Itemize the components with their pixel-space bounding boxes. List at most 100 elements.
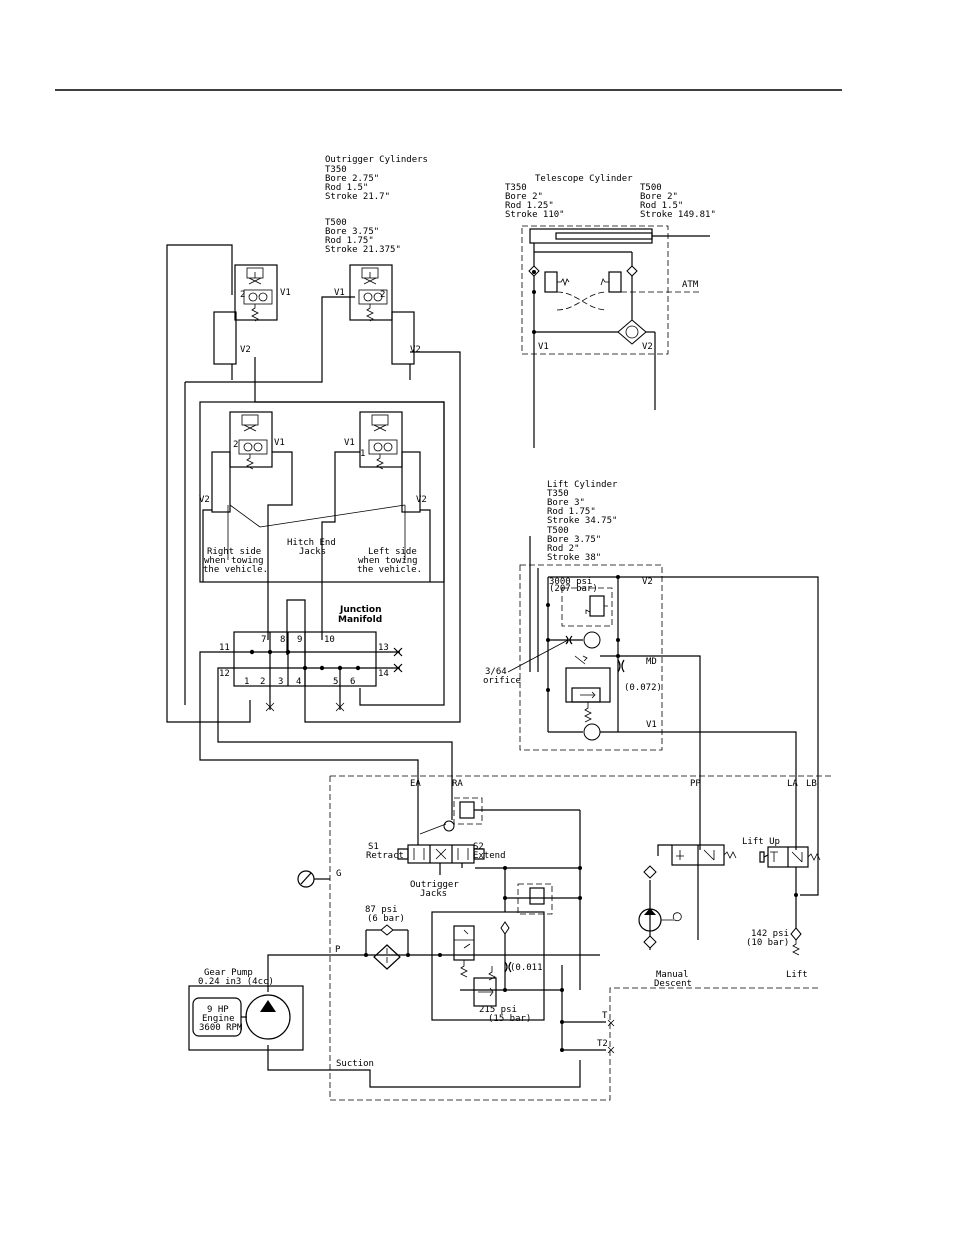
svg-text:5: 5 [333, 677, 338, 687]
svg-text:V2: V2 [199, 495, 210, 505]
svg-text:3: 3 [278, 677, 283, 687]
svg-text:6: 6 [350, 677, 355, 687]
svg-text:Suction: Suction [336, 1059, 374, 1069]
svg-text:V2: V2 [240, 345, 251, 355]
svg-text:1: 1 [244, 677, 249, 687]
lift-up-valve: Lift Up [742, 837, 821, 868]
svg-text:3600 RPM: 3600 RPM [199, 1023, 243, 1033]
svg-text:Rod 2": Rod 2" [547, 544, 580, 554]
svg-text:V1: V1 [274, 438, 285, 448]
svg-text:(207 bar): (207 bar) [549, 584, 598, 594]
svg-text:9: 9 [297, 635, 302, 645]
svg-text:the vehicle.: the vehicle. [203, 565, 268, 575]
svg-text:V1: V1 [538, 342, 549, 352]
svg-text:Outrigger: Outrigger [410, 880, 459, 890]
svg-text:when towing: when towing [204, 556, 264, 566]
svg-text:12: 12 [219, 669, 230, 679]
svg-text:3/64: 3/64 [485, 667, 507, 677]
svg-text:G: G [336, 869, 341, 879]
svg-text:Extend: Extend [473, 851, 506, 861]
svg-text:V2: V2 [416, 495, 427, 505]
svg-text:S1: S1 [368, 842, 379, 852]
relief-manifold [431, 911, 545, 1021]
svg-text:Bore 2": Bore 2" [640, 192, 678, 202]
hitch-jack-valve-right: 1 V1 V2 [321, 411, 431, 640]
svg-text:Rod 1.75": Rod 1.75" [325, 236, 374, 246]
svg-text:V1: V1 [280, 288, 291, 298]
svg-text:2: 2 [260, 677, 265, 687]
gauge-icon [297, 870, 315, 888]
telescope-valve-block [521, 225, 669, 355]
engine-pump-assembly [188, 985, 304, 1051]
hitch-end-label: Hitch End [287, 538, 336, 548]
svg-text:3000 psi: 3000 psi [549, 577, 592, 587]
svg-text:142 psi: 142 psi [751, 929, 789, 939]
svg-text:LA: LA [787, 779, 798, 789]
svg-text:V2: V2 [642, 342, 653, 352]
svg-text:RA: RA [452, 779, 463, 789]
svg-text:Bore 2": Bore 2" [505, 192, 543, 202]
lift-specs: Lift Cylinder T350 Bore 3" Rod 1.75" Str… [547, 480, 618, 563]
svg-text:Outrigger Cylinders: Outrigger Cylinders [325, 155, 428, 165]
svg-text:13: 13 [378, 643, 389, 653]
svg-text:Bore 3": Bore 3" [547, 498, 585, 508]
svg-text:LB: LB [806, 779, 817, 789]
svg-text:0.24 in3 (4cc): 0.24 in3 (4cc) [198, 977, 274, 987]
svg-text:Right side: Right side [207, 547, 261, 557]
outrigger-valve-top-right: 2 V1 V2 [334, 264, 421, 380]
svg-text:10: 10 [324, 635, 335, 645]
svg-text:T500: T500 [325, 218, 347, 228]
svg-text:Retract: Retract [366, 851, 404, 861]
svg-text:EA: EA [410, 779, 421, 789]
svg-text:Stroke 34.75": Stroke 34.75" [547, 516, 617, 526]
svg-text:Manual: Manual [656, 970, 689, 980]
manifold-ports: 1 2 3 4 5 6 7 8 9 10 11 12 13 14 [219, 635, 389, 687]
svg-text:V2: V2 [642, 577, 653, 587]
svg-text:8: 8 [280, 635, 285, 645]
lift-valve-block [519, 564, 663, 751]
outrigger-valve-top-left: 2 V1 V2 [213, 264, 291, 380]
svg-text:Engine: Engine [202, 1014, 235, 1024]
svg-text:V1: V1 [646, 720, 657, 730]
svg-text:Bore 3.75": Bore 3.75" [325, 227, 379, 237]
svg-text:Jacks: Jacks [299, 547, 326, 557]
svg-text:Lift Cylinder: Lift Cylinder [547, 480, 618, 490]
svg-text:P: P [335, 945, 341, 955]
svg-text:4: 4 [296, 677, 301, 687]
svg-text:Left side: Left side [368, 547, 417, 557]
svg-text:11: 11 [219, 643, 230, 653]
gear-pump-icon [245, 994, 291, 1040]
hitch-jack-valve-left: 2 V1 V2 [199, 411, 293, 640]
svg-text:Rod 1.75": Rod 1.75" [547, 507, 596, 517]
filter-icon [373, 944, 401, 970]
svg-text:Telescope Cylinder: Telescope Cylinder [535, 174, 633, 184]
svg-text:Rod 1.5": Rod 1.5" [640, 201, 683, 211]
svg-text:when towing: when towing [358, 556, 418, 566]
svg-text:(10 bar): (10 bar) [746, 938, 789, 948]
svg-text:Gear Pump: Gear Pump [204, 968, 253, 978]
svg-text:PP: PP [690, 779, 701, 789]
svg-text:T2: T2 [597, 1039, 608, 1049]
svg-text:7: 7 [261, 635, 266, 645]
svg-text:the vehicle.: the vehicle. [357, 565, 422, 575]
svg-text:87 psi: 87 psi [365, 905, 398, 915]
svg-text:Lift: Lift [786, 970, 808, 980]
svg-text:2: 2 [380, 290, 385, 300]
svg-text:S2: S2 [473, 842, 484, 852]
svg-text:MD: MD [646, 657, 657, 667]
svg-text:V2: V2 [410, 345, 421, 355]
svg-text:(0.072): (0.072) [624, 683, 662, 693]
telescope-specs: Telescope Cylinder T350 Bore 2" Rod 1.25… [505, 174, 716, 220]
svg-text:V1: V1 [344, 438, 355, 448]
svg-text:Manifold: Manifold [338, 615, 382, 625]
manual-descent-valve: Manual Descent [654, 844, 737, 989]
svg-text:T: T [602, 1011, 608, 1021]
svg-text:(15 bar): (15 bar) [488, 1014, 531, 1024]
svg-text:Stroke 38": Stroke 38" [547, 553, 601, 563]
svg-text:Stroke 149.81": Stroke 149.81" [640, 210, 716, 220]
svg-text:Rod 1.25": Rod 1.25" [505, 201, 554, 211]
svg-text:Stroke 21.375": Stroke 21.375" [325, 245, 401, 255]
svg-text:Jacks: Jacks [420, 889, 447, 899]
svg-text:Bore 2.75": Bore 2.75" [325, 174, 379, 184]
